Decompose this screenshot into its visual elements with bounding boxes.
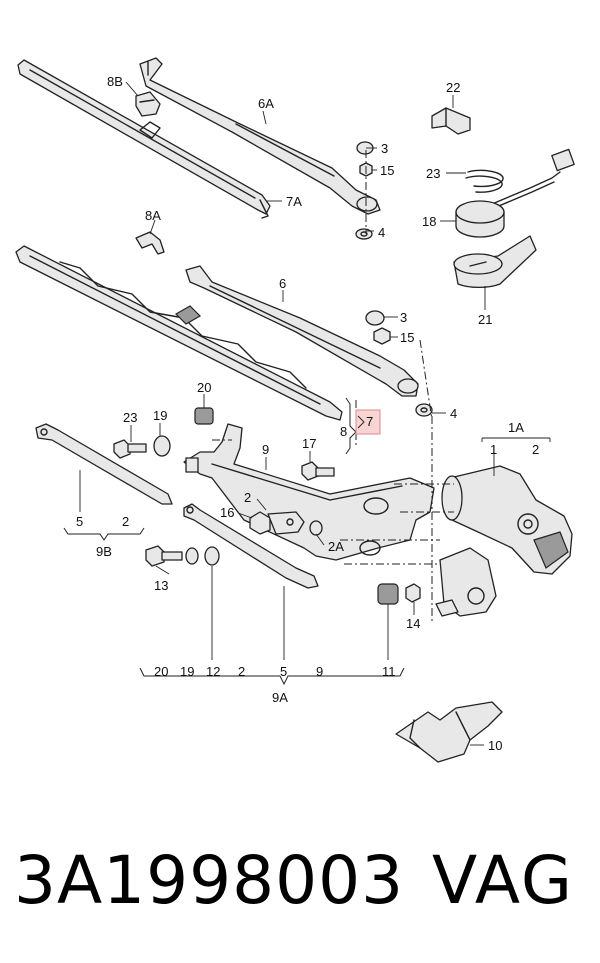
- label-17: 17: [302, 436, 316, 451]
- label-1A: 1A: [508, 420, 524, 435]
- label-23b: 23: [123, 410, 137, 425]
- ball-joint-16: [249, 511, 271, 535]
- bracket-10: [395, 701, 503, 763]
- center-lines: [212, 150, 454, 622]
- group-brace-9A: [139, 667, 405, 686]
- brand-text: VAG: [432, 842, 575, 919]
- washer-4-top: [355, 228, 373, 240]
- bush-19-left: [153, 435, 171, 457]
- label-9a: 9: [262, 442, 269, 457]
- label-9B: 9B: [96, 544, 112, 559]
- label-5a: 5: [76, 514, 83, 529]
- wiper-motor-1: [441, 465, 573, 575]
- pivot-lower: [435, 547, 497, 617]
- bush-11: [377, 583, 399, 605]
- washer-19-lower: [185, 547, 199, 565]
- group-label-19: 19: [180, 664, 194, 679]
- label-2c: 2: [122, 514, 129, 529]
- bracket-22: [431, 107, 471, 135]
- leader-lines: [79, 81, 551, 746]
- label-8: 8: [340, 424, 347, 439]
- label-21: 21: [478, 312, 492, 327]
- label-14: 14: [406, 616, 420, 631]
- nut-14: [405, 583, 421, 603]
- bolt-17: [301, 461, 335, 481]
- label-23: 23: [426, 166, 440, 181]
- wiper-arm-6: [185, 265, 419, 397]
- label-7A: 7A: [286, 194, 302, 209]
- ring-23: [465, 169, 504, 193]
- group-label-12: 12: [206, 664, 220, 679]
- group-brace-9B: [63, 527, 145, 541]
- label-3a: 3: [381, 141, 388, 156]
- label-2A: 2A: [328, 539, 344, 554]
- label-18: 18: [422, 214, 436, 229]
- label-6: 6: [279, 276, 286, 291]
- label-22: 22: [446, 80, 460, 95]
- label-2a: 2: [532, 442, 539, 457]
- label-1: 1: [490, 442, 497, 457]
- label-16: 16: [220, 505, 234, 520]
- wiper-arm-6A: [139, 57, 381, 215]
- linkage-rod-5: [183, 503, 319, 589]
- label-20a: 20: [197, 380, 211, 395]
- part-labels: 8B 6A 3 15 7A 4 22 23 18 21 8A 6 3 15 4 …: [76, 74, 539, 753]
- label-19a: 19: [153, 408, 167, 423]
- label-15a: 15: [380, 163, 394, 178]
- group-label-9: 9: [316, 664, 323, 679]
- bracket-2: [267, 511, 305, 535]
- cap-3-lower: [365, 310, 385, 326]
- linkage-rod-9B: [35, 423, 173, 505]
- label-9A: 9A: [272, 690, 288, 705]
- clip-8B: [135, 91, 161, 117]
- label-2b: 2: [244, 490, 251, 505]
- label-4b: 4: [450, 406, 457, 421]
- label-7: 7: [366, 414, 373, 429]
- group-label-11: 11: [382, 664, 396, 679]
- label-8A: 8A: [145, 208, 161, 223]
- label-15b: 15: [400, 330, 414, 345]
- housing-21: [453, 235, 537, 289]
- part-number-text: 3A1998003: [14, 842, 405, 919]
- arrow-7: [357, 415, 365, 429]
- group-label-5: 5: [280, 664, 287, 679]
- group-label-2: 2: [238, 664, 245, 679]
- group-label-20: 20: [154, 664, 168, 679]
- bush-12: [204, 546, 220, 566]
- highlight-part-7: [355, 409, 381, 435]
- clip-8A: [135, 231, 165, 255]
- bolt-23: [113, 439, 147, 459]
- group-brace-8: [345, 397, 357, 455]
- label-4a: 4: [378, 225, 385, 240]
- wiper-blade-7: [15, 245, 343, 421]
- cap-18: [455, 200, 505, 238]
- label-3b: 3: [400, 310, 407, 325]
- label-10: 10: [488, 738, 502, 753]
- bolt-13: [145, 545, 183, 567]
- connector-plug: [491, 148, 575, 209]
- nut-15-lower: [373, 327, 391, 345]
- bush-20-upper: [194, 407, 214, 425]
- label-8B: 8B: [107, 74, 123, 89]
- nut-2A: [309, 520, 323, 536]
- washer-4-lower: [415, 403, 433, 417]
- label-6A: 6A: [258, 96, 274, 111]
- wiper-blade-7A: [17, 59, 271, 219]
- label-13: 13: [154, 578, 168, 593]
